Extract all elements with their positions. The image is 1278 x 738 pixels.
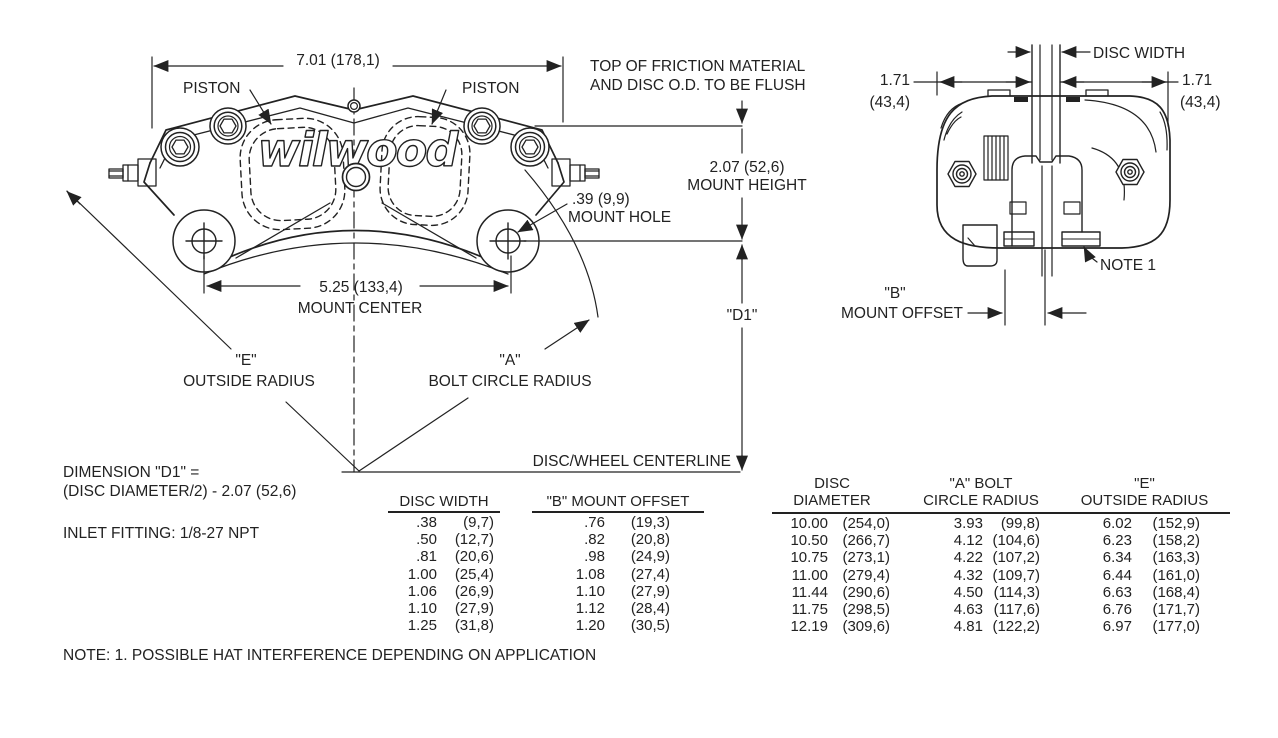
- e-radius-sublabel: OUTSIDE RADIUS: [183, 373, 315, 390]
- table-row: 11.44(290,6)4.50(114,3)6.63(168,4): [791, 583, 1200, 601]
- table-row: 11.75(298,5)4.63(117,6)6.76(171,7): [791, 600, 1200, 618]
- side-dim-right-value: 1.71: [1182, 72, 1213, 89]
- footnote: NOTE: 1. POSSIBLE HAT INTERFERENCE DEPEN…: [63, 647, 597, 664]
- diameter-table-header-3: "E" OUTSIDE RADIUS: [1080, 475, 1209, 509]
- width-offset-table-header-2: "B" MOUNT OFFSET: [532, 493, 704, 513]
- b-offset-sublabel: MOUNT OFFSET: [841, 305, 963, 322]
- inlet-fitting-note: INLET FITTING: 1/8-27 NPT: [63, 525, 260, 542]
- side-view-caliper-body: [936, 44, 1171, 277]
- mount-hole-value: .39 (9,9): [572, 191, 630, 208]
- front-view-dimensions: [66, 56, 748, 473]
- mount-height-label: MOUNT HEIGHT: [687, 177, 807, 194]
- b-offset-label: "B": [884, 285, 906, 302]
- table-row: 1.00(25,4)1.08(27,4): [407, 565, 670, 583]
- disc-wheel-centerline-label: DISC/WHEEL CENTERLINE: [532, 453, 731, 470]
- width-offset-table-rows: .38(9,7).76(19,3) .50(12,7).82(20,8) .81…: [388, 514, 670, 634]
- flush-note-line2: AND DISC O.D. TO BE FLUSH: [590, 77, 806, 94]
- overall-width-dim: 7.01 (178,1): [296, 52, 380, 69]
- mount-center-label: MOUNT CENTER: [297, 300, 423, 317]
- d1-formula-line1: DIMENSION "D1" =: [63, 464, 200, 481]
- table-row: 1.06(26,9)1.10(27,9): [407, 582, 670, 600]
- table-row: 10.75(273,1)4.22(107,2)6.34(163,3): [790, 549, 1200, 567]
- disc-width-label: DISC WIDTH: [1093, 45, 1186, 62]
- piston-label-right: PISTON: [462, 80, 520, 97]
- table-row: .81(20,6).98(24,9): [416, 548, 670, 566]
- cap-bolts: [160, 107, 550, 167]
- mount-center-value: 5.25 (133,4): [319, 279, 403, 296]
- diameter-table-header-1: DISC DIAMETER: [793, 475, 871, 509]
- side-dim-left-value: 1.71: [879, 72, 910, 89]
- mount-hole-label: MOUNT HOLE: [568, 209, 672, 226]
- mount-hole-left: [185, 222, 223, 260]
- a-radius-label: "A": [499, 352, 521, 369]
- mount-hole-right: [489, 222, 527, 260]
- d1-formula-line2: (DISC DIAMETER/2) - 2.07 (52,6): [63, 483, 297, 500]
- piston-label-left: PISTON: [183, 80, 241, 97]
- a-radius-sublabel: BOLT CIRCLE RADIUS: [428, 373, 592, 390]
- side-dim-right-metric: (43,4): [1180, 94, 1221, 111]
- diameter-table-rule: [772, 512, 1230, 514]
- table-row: 1.10(27,9)1.12(28,4): [407, 599, 670, 617]
- bleed-fitting-right: [551, 158, 600, 187]
- side-dim-left-metric: (43,4): [869, 94, 911, 111]
- side-view-dimensions: [913, 46, 1179, 326]
- table-row: 10.50(266,7)4.12(104,6)6.23(158,2): [790, 532, 1200, 550]
- bleed-fitting-left: [108, 158, 157, 187]
- flush-note-line1: TOP OF FRICTION MATERIAL: [590, 58, 806, 75]
- note1-label: NOTE 1: [1100, 257, 1156, 274]
- table-row: 11.00(279,4)4.32(109,7)6.44(161,0): [791, 566, 1200, 584]
- table-row: .50(12,7).82(20,8): [416, 531, 670, 549]
- table-row: 1.25(31,8)1.20(30,5): [407, 617, 670, 635]
- center-bridge-bolt: [341, 99, 371, 192]
- width-offset-table-header-1: DISC WIDTH: [388, 493, 500, 513]
- mount-height-value: 2.07 (52,6): [709, 159, 785, 176]
- table-row: .38(9,7).76(19,3): [416, 514, 670, 531]
- d1-dim-label: "D1": [726, 307, 758, 324]
- diameter-table-rows: 10.00(254,0)3.93(99,8)6.02(152,9) 10.50(…: [772, 515, 1200, 635]
- pad-outline-dashed: [239, 115, 471, 231]
- e-radius-label: "E": [235, 352, 257, 369]
- table-row: 10.00(254,0)3.93(99,8)6.02(152,9): [790, 515, 1200, 532]
- knurled-bleed-screw: [983, 135, 1009, 181]
- table-row: 12.19(309,6)4.81(122,2)6.97(177,0): [790, 618, 1200, 636]
- diameter-table-header-2: "A" BOLT CIRCLE RADIUS: [923, 475, 1039, 509]
- mount-ears: [172, 209, 540, 273]
